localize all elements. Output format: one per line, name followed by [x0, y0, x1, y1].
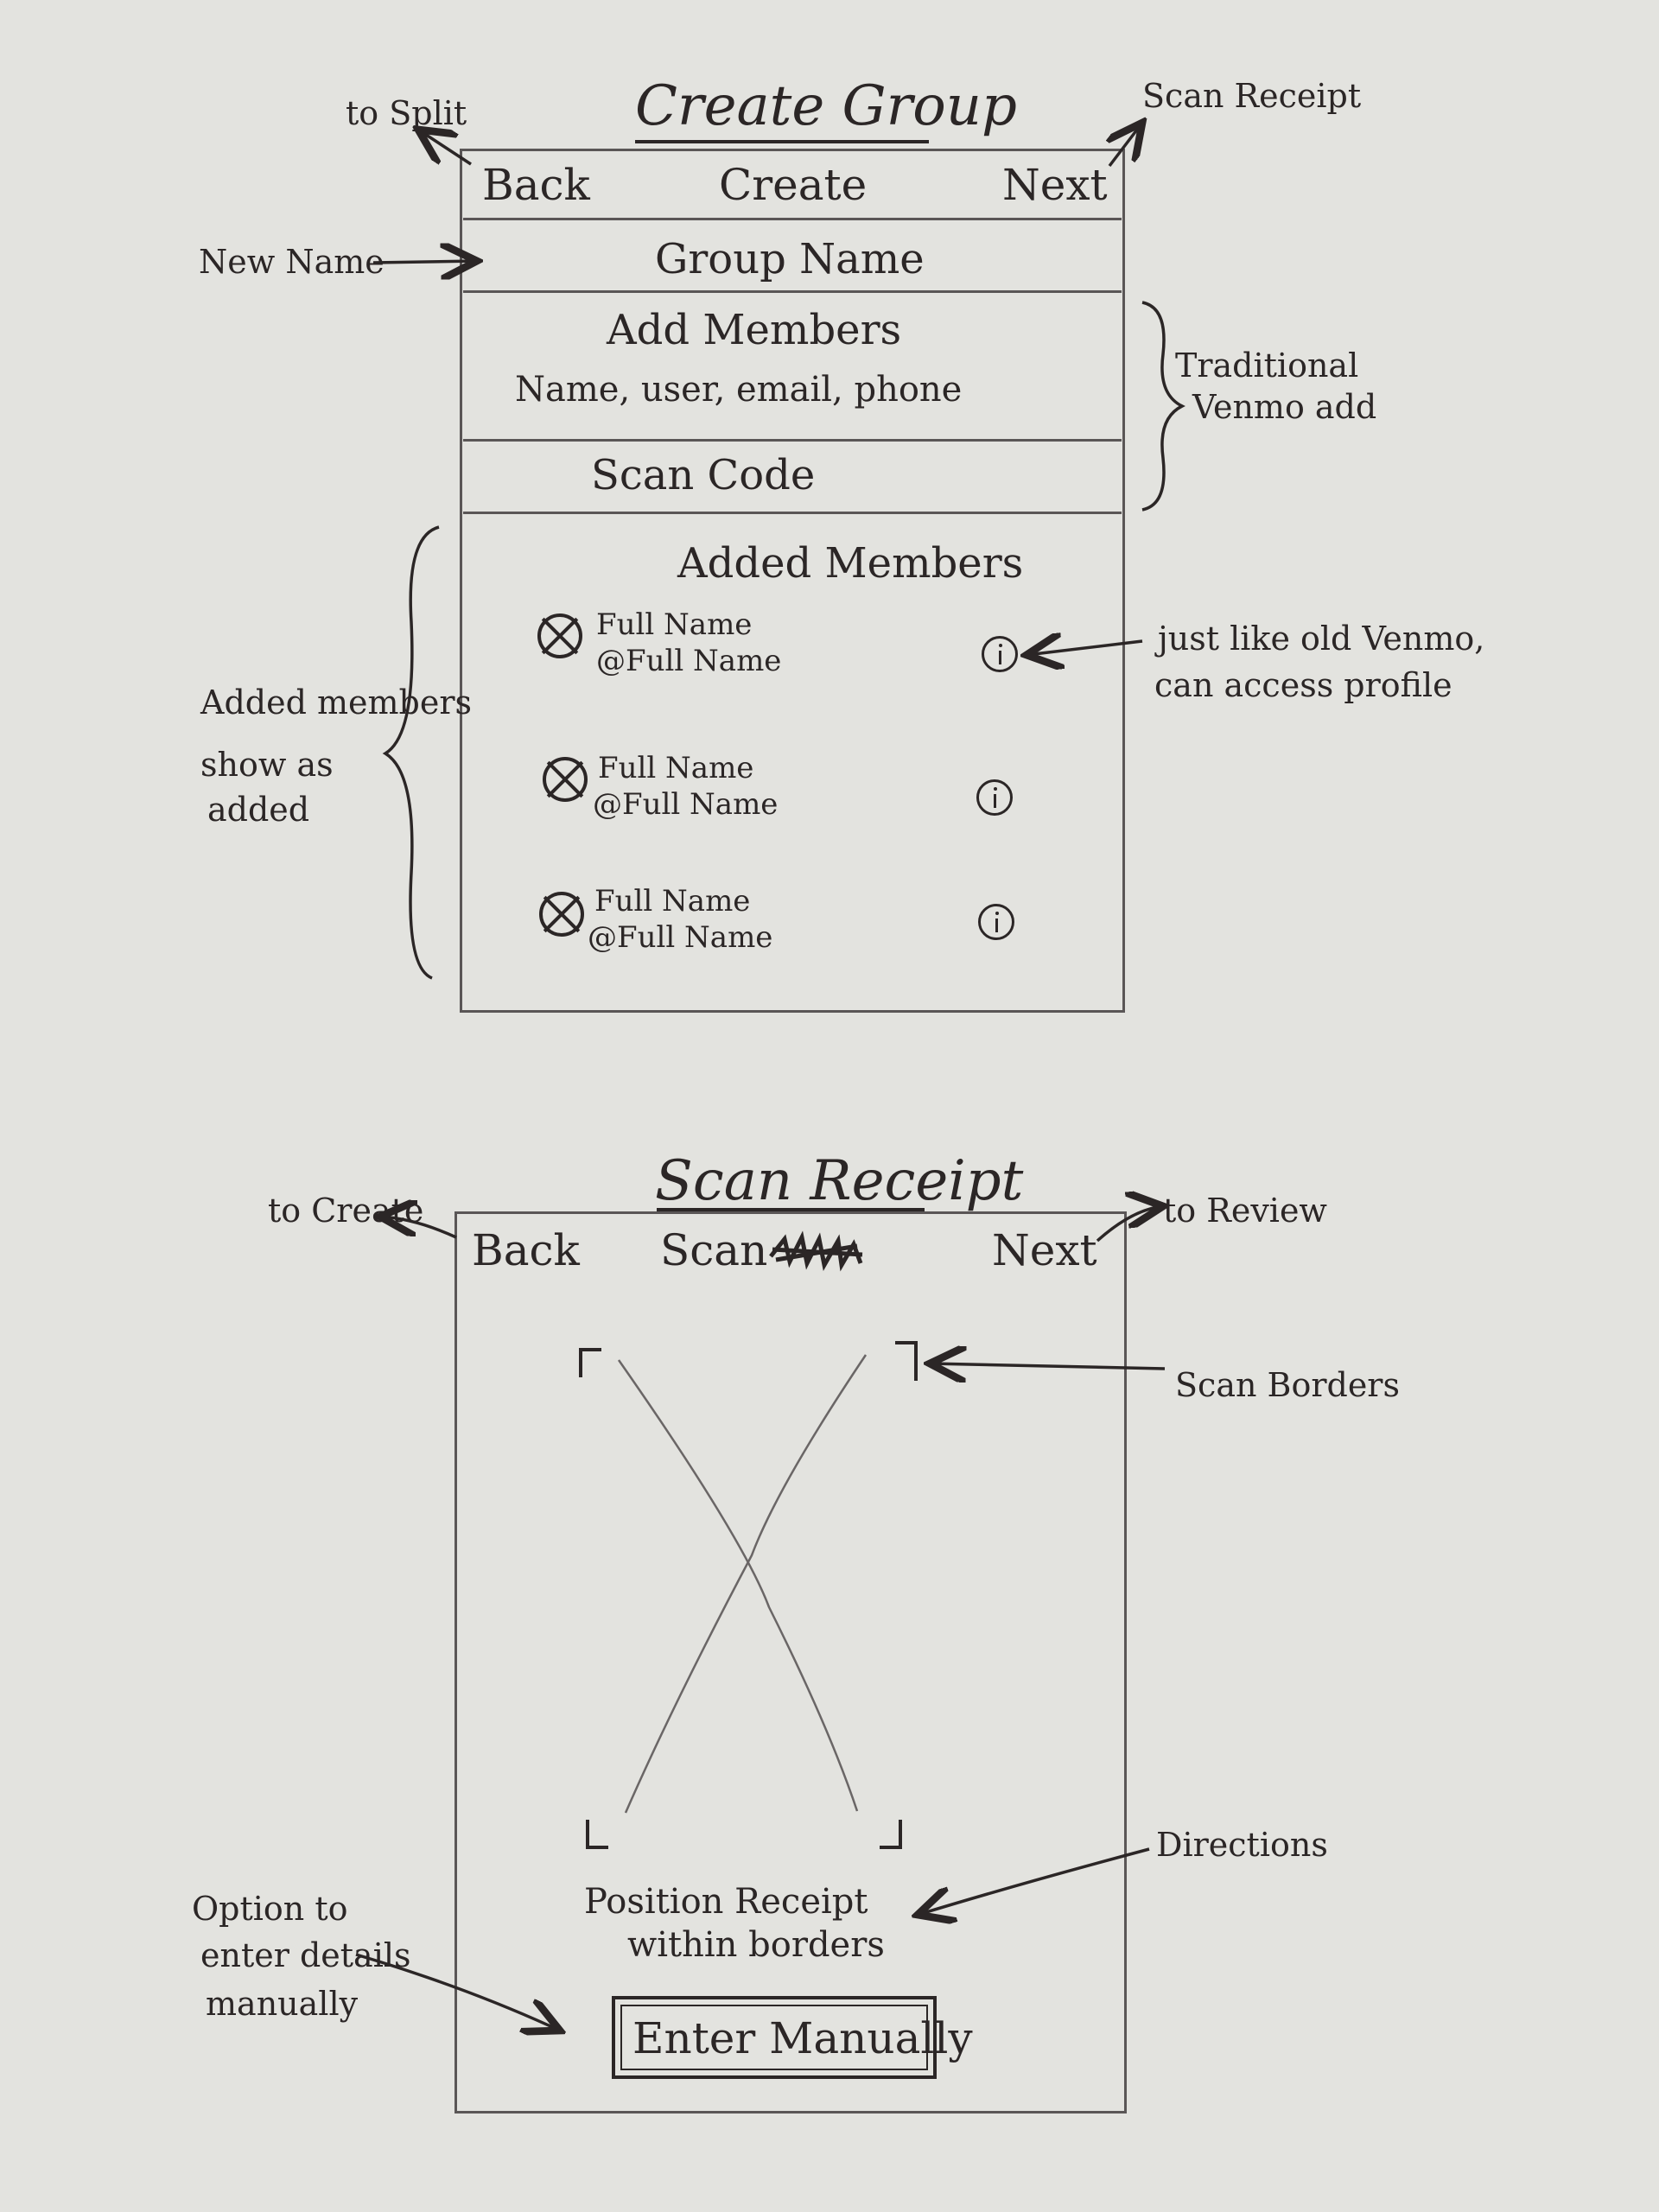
arrow-scan-borders — [930, 1363, 1166, 1369]
annotation-profile-line-1: just like old Venmo, — [1158, 620, 1485, 658]
enter-manually-label: Enter Manually — [632, 2013, 973, 2063]
scribbled-out-word — [769, 1230, 863, 1272]
annotation-added-line-1: Added members — [200, 683, 473, 721]
enter-manually-button-inner-border — [620, 2005, 928, 2070]
annotation-directions: Directions — [1156, 1826, 1328, 1864]
create-next-button[interactable]: Next — [1002, 160, 1108, 210]
annotation-traditional-line-1: Traditional — [1175, 346, 1359, 385]
add-members-input[interactable]: Name, user, email, phone — [515, 370, 963, 410]
annotation-scan-receipt: Scan Receipt — [1142, 77, 1362, 115]
scan-receipt-title: Scan Receipt — [655, 1149, 1024, 1213]
scan-code-divider — [463, 512, 1122, 514]
create-group-phone-frame — [460, 149, 1125, 1013]
brace-traditional-add — [1141, 301, 1185, 512]
scan-border-top-left — [579, 1348, 601, 1377]
annotation-new-name: New Name — [199, 243, 385, 281]
viewfinder-cross-1 — [617, 1359, 859, 1812]
scan-code-button[interactable]: Scan Code — [591, 451, 816, 499]
arrow-manual-option — [355, 1953, 560, 2031]
annotation-profile-line-2: can access profile — [1154, 666, 1452, 704]
create-group-title-underline — [635, 140, 929, 143]
remove-member-icon[interactable] — [539, 892, 584, 937]
enter-manually-button[interactable]: Enter Manually — [612, 1996, 973, 2079]
annotation-added-line-2: show as — [200, 746, 334, 784]
add-members-heading: Add Members — [607, 306, 902, 354]
annotation-added-line-3: added — [207, 791, 310, 829]
remove-member-icon[interactable] — [537, 613, 582, 658]
create-group-title: Create Group — [635, 74, 1017, 138]
create-nav-title: Create — [719, 160, 868, 210]
arrow-directions — [918, 1847, 1150, 1915]
member-handle: @Full Name — [593, 787, 779, 822]
member-full-name: Full Name — [598, 751, 754, 785]
arrow-scan-receipt — [1109, 123, 1142, 168]
brace-added-members — [382, 525, 440, 980]
arrow-to-create — [380, 1217, 457, 1239]
annotation-manual-line-3: manually — [206, 1985, 359, 2023]
added-members-heading: Added Members — [677, 539, 1024, 588]
annotation-manual-line-2: enter details — [200, 1936, 411, 1974]
directions-line-2: within borders — [627, 1925, 885, 1965]
scan-receipt-phone-frame — [454, 1211, 1127, 2113]
remove-member-icon[interactable] — [543, 757, 588, 802]
annotation-traditional-line-2: Venmo add — [1192, 388, 1377, 426]
scan-back-button[interactable]: Back — [472, 1225, 580, 1275]
member-full-name: Full Name — [596, 607, 753, 642]
member-full-name: Full Name — [594, 884, 751, 918]
add-members-divider — [463, 439, 1122, 442]
create-back-button[interactable]: Back — [482, 160, 590, 210]
scan-border-bottom-left — [586, 1820, 608, 1849]
group-name-divider — [463, 290, 1122, 293]
scan-border-top-right — [895, 1341, 918, 1381]
arrow-new-name — [372, 261, 477, 263]
scan-border-bottom-right — [880, 1820, 902, 1849]
annotation-manual-line-1: Option to — [192, 1890, 348, 1928]
directions-line-1: Position Receipt — [584, 1882, 868, 1922]
member-info-icon[interactable] — [976, 779, 1013, 816]
annotation-scan-borders: Scan Borders — [1175, 1366, 1400, 1404]
member-info-icon[interactable] — [982, 636, 1018, 672]
annotation-to-review: to Review — [1163, 1192, 1327, 1230]
scan-nav-title: Scan — [660, 1225, 768, 1275]
member-info-icon[interactable] — [978, 904, 1014, 940]
group-name-input[interactable]: Group Name — [655, 235, 925, 283]
arrow-to-review — [1096, 1206, 1163, 1243]
viewfinder-cross-2 — [624, 1354, 868, 1814]
nav-divider — [463, 218, 1122, 220]
arrow-profile — [1027, 641, 1143, 655]
scan-next-button[interactable]: Next — [992, 1225, 1097, 1275]
member-handle: @Full Name — [596, 644, 782, 678]
scan-receipt-title-underline — [657, 1208, 925, 1211]
arrow-to-split — [418, 130, 472, 166]
member-handle: @Full Name — [588, 920, 773, 955]
